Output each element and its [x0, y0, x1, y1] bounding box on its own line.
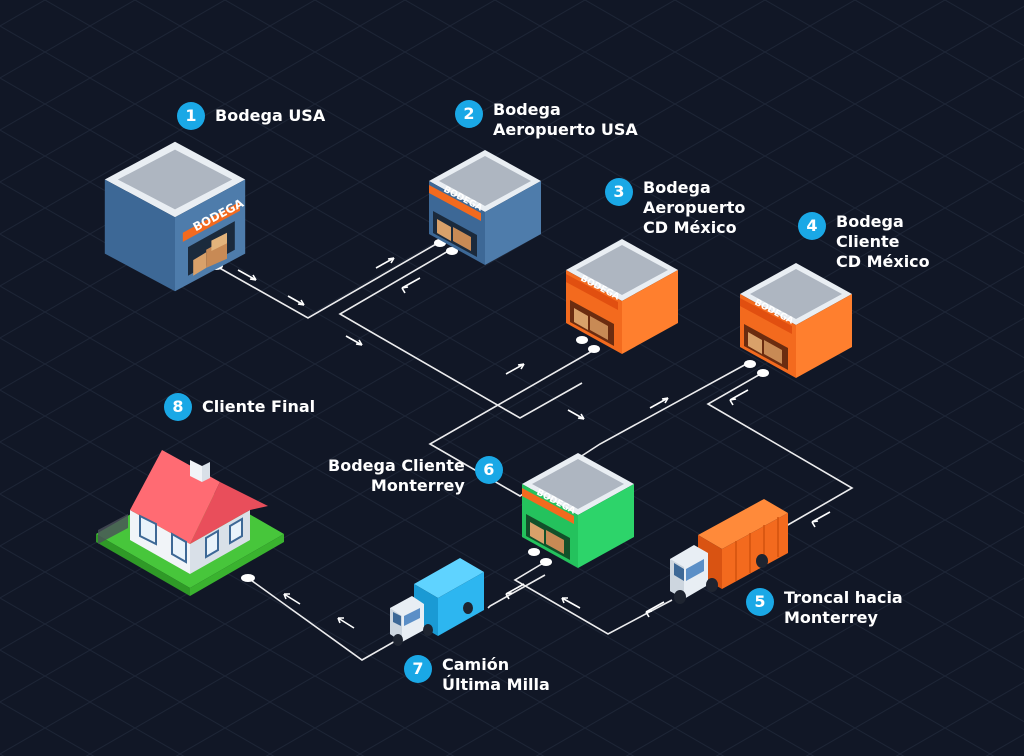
step-6-text: Bodega Cliente Monterrey: [328, 456, 465, 496]
step-4-number-badge: 4: [798, 212, 826, 240]
step-7-line-1: Camión: [442, 655, 510, 674]
route-5-to-6: [513, 561, 673, 635]
step-3-text: Bodega Aeropuerto CD México: [643, 178, 745, 238]
step-5-label: 5 Troncal hacia Monterrey: [746, 588, 913, 628]
step-7-number-badge: 7: [404, 655, 432, 683]
step-6-label: 6 Bodega Cliente Monterrey: [318, 456, 503, 496]
step-4-label: 4 Bodega Cliente CD México: [798, 212, 940, 272]
step-1-label: 1 Bodega USA: [177, 102, 335, 130]
step-2-text: Bodega Aeropuerto USA: [493, 100, 638, 140]
step-8-label: 8 Cliente Final: [164, 393, 325, 421]
step-8-text: Cliente Final: [202, 397, 315, 417]
step-2-label: 2 Bodega Aeropuerto USA: [455, 100, 648, 140]
step-4-line-2: Cliente: [836, 232, 900, 251]
route-1-to-2: [215, 235, 451, 319]
step-4-line-1: Bodega: [836, 212, 904, 231]
step-3-line-2: Aeropuerto: [643, 198, 746, 217]
route-2-to-3: [338, 249, 583, 419]
step-3-number-badge: 3: [605, 178, 633, 206]
step-3-label: 3 Bodega Aeropuerto CD México: [605, 178, 755, 238]
step-3-line-3: CD México: [643, 218, 737, 237]
step-8-number-badge: 8: [164, 393, 192, 421]
trunk-truck-5: [670, 499, 788, 604]
step-5-line-1: Troncal hacia: [784, 588, 903, 607]
step-7-text: Camión Última Milla: [442, 655, 550, 695]
step-6-line-1: Bodega Cliente: [328, 456, 465, 475]
step-4-text: Bodega Cliente CD México: [836, 212, 930, 272]
step-5-number-badge: 5: [746, 588, 774, 616]
last-mile-truck-7: [390, 558, 484, 646]
step-8-line-1: Cliente Final: [202, 397, 316, 416]
warehouse-3-airport-cdmx: BODEGA: [566, 239, 678, 354]
step-7-line-2: Última Milla: [442, 675, 550, 694]
step-7-label: 7 Camión Última Milla: [404, 655, 560, 695]
step-1-text: Bodega USA: [215, 106, 325, 126]
route-6-to-7: [487, 574, 546, 609]
step-3-line-1: Bodega: [643, 178, 711, 197]
step-2-line-2: Aeropuerto USA: [493, 120, 638, 139]
step-5-text: Troncal hacia Monterrey: [784, 588, 903, 628]
step-1-line-1: Bodega USA: [215, 106, 326, 125]
step-2-number-badge: 2: [455, 100, 483, 128]
route-7-to-8: [247, 577, 405, 661]
step-2-line-1: Bodega: [493, 100, 561, 119]
step-6-number-badge: 6: [474, 456, 503, 484]
route-paths: [215, 235, 854, 661]
final-client-house-8: [96, 450, 284, 596]
step-5-line-2: Monterrey: [784, 608, 878, 627]
warehouse-6-client-monterrey: BODEGA: [522, 453, 634, 568]
warehouse-4-client-cdmx: BODEGA: [740, 263, 852, 378]
warehouse-2-airport-usa: BODEGA: [429, 150, 541, 265]
route-3-to-4: [428, 349, 751, 497]
route-arrows: [237, 257, 831, 629]
step-4-line-3: CD México: [836, 252, 930, 271]
route-4-to-5: [706, 371, 854, 527]
step-1-number-badge: 1: [177, 102, 205, 130]
step-6-line-2: Monterrey: [370, 476, 465, 495]
